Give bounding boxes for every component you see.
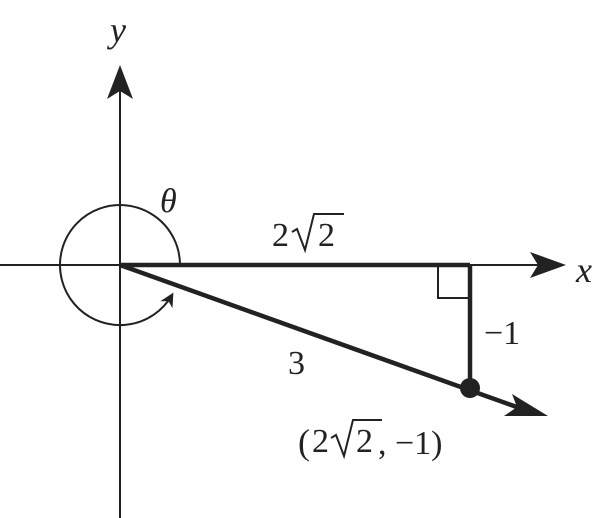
angle-arc [59,204,181,327]
horizontal-leg-coef: 2 [272,217,289,254]
horizontal-leg-radicand: 2 [318,217,335,254]
angle-label: θ [160,183,177,220]
point-label-coef: 2 [312,423,329,460]
hypotenuse-label: 3 [288,345,305,382]
y-axis-arrowhead [107,65,133,99]
point-label-rest: , −1) [378,425,443,462]
horizontal-leg-label: 2 2 [272,213,344,254]
point-dot [460,378,480,398]
radical-sign [291,213,344,254]
vertical-leg-label: −1 [484,315,520,352]
point-label-radicand: 2 [356,423,373,460]
point-radical-sign [330,419,382,460]
terminal-side [119,262,526,413]
x-axis-arrowhead [530,252,566,278]
terminal-side-arrowhead [504,394,548,416]
right-angle-marker [437,265,470,299]
x-axis-label: x [575,250,592,290]
y-axis-label: y [107,10,126,50]
point-label: ( 2 2 , −1) [298,419,443,462]
point-label-open: ( [298,422,310,462]
